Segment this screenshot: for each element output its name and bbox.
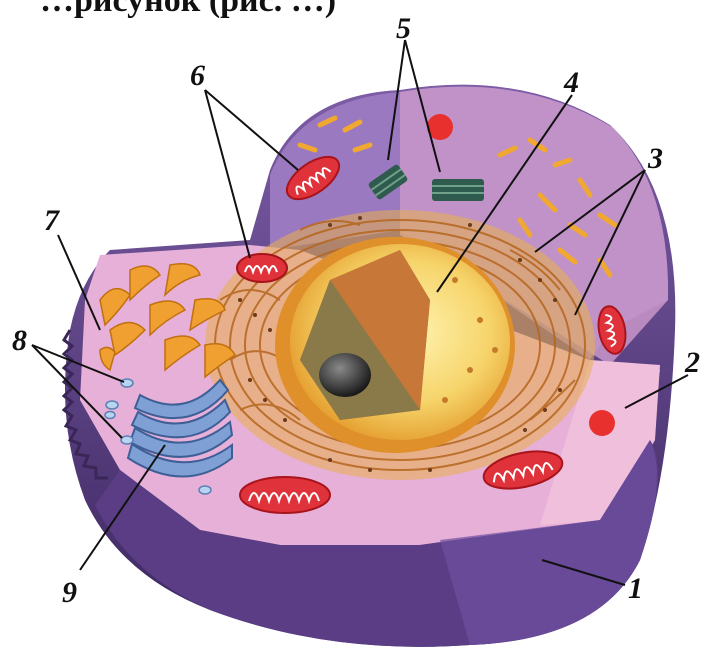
label-6: 6 <box>190 59 205 92</box>
label-7: 7 <box>44 204 60 237</box>
label-2: 2 <box>684 346 700 379</box>
label-9: 9 <box>62 576 77 609</box>
label-1: 1 <box>628 572 643 605</box>
lysosome <box>589 410 615 436</box>
label-4: 4 <box>563 66 579 99</box>
label-5: 5 <box>396 12 411 45</box>
nucleolus <box>319 353 371 397</box>
label-8: 8 <box>12 324 27 357</box>
label-3: 3 <box>647 142 663 175</box>
